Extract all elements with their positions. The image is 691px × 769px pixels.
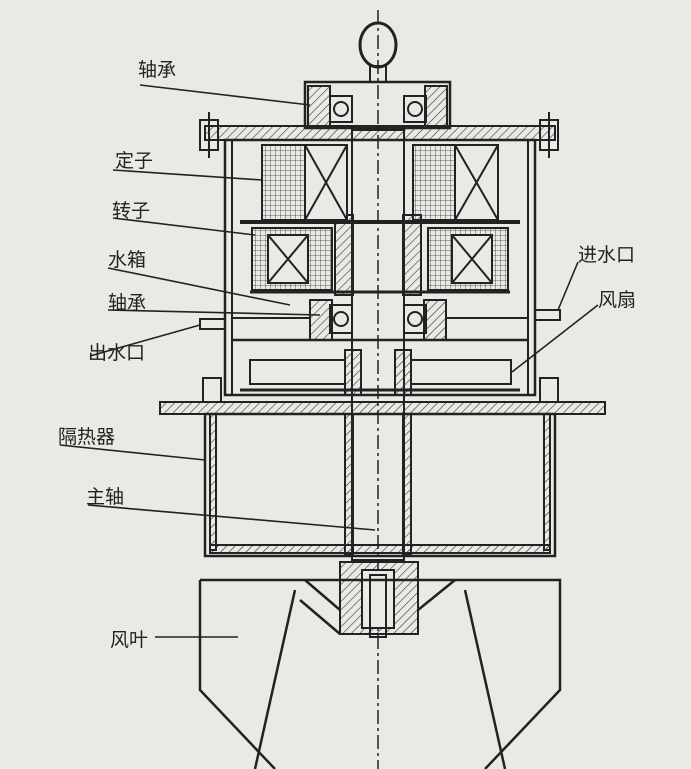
label-stator: 定子: [115, 150, 154, 172]
label-bearing-top: 轴承: [138, 59, 177, 81]
water-outlet-pipe: [199, 318, 226, 330]
label-heat-insulator: 隔热器: [58, 426, 116, 448]
water-inlet-pipe: [534, 309, 561, 321]
label-main-shaft: 主轴: [86, 486, 125, 508]
lower-flange: [159, 401, 606, 415]
fan-blade: [198, 578, 562, 769]
bottom-bearing: [232, 299, 528, 342]
top-bearing-housing: [303, 80, 452, 130]
label-water-inlet: 进水口: [578, 244, 636, 266]
label-water-tank: 水箱: [108, 249, 147, 271]
top-flange: [204, 125, 556, 141]
label-rotor: 转子: [112, 200, 151, 222]
label-bearing-bottom: 轴承: [108, 292, 147, 314]
label-fan-blade: 风叶: [110, 629, 149, 651]
fan-hub: [339, 561, 419, 638]
heat-insulator: [203, 412, 557, 558]
label-water-outlet: 出水口: [88, 342, 146, 364]
label-fan: 风扇: [598, 289, 637, 311]
rotor: [250, 227, 510, 294]
shaft: [351, 129, 405, 561]
fan: [240, 349, 520, 396]
leader-lines: [59, 84, 599, 638]
stator: [240, 144, 520, 224]
motor-housing: [223, 138, 537, 397]
